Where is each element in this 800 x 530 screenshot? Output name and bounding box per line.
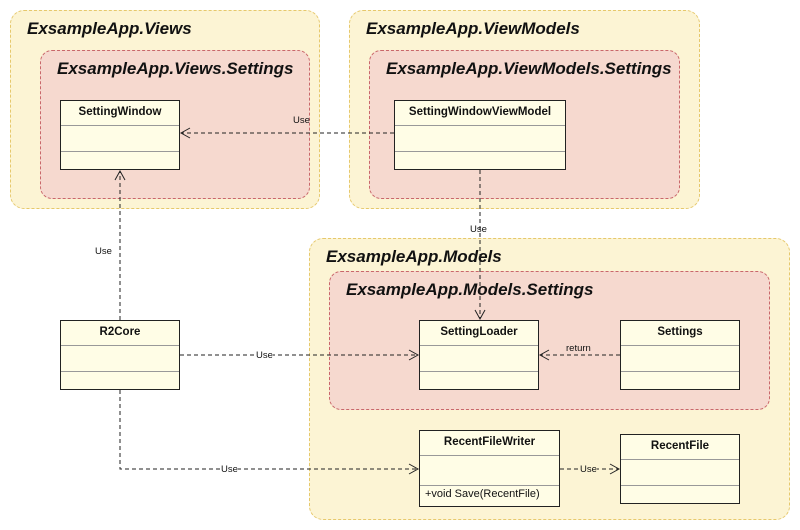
class-setting-window-name: SettingWindow (61, 101, 179, 126)
package-viewmodels-settings-title: ExsampleApp.ViewModels.Settings (386, 59, 672, 78)
package-models-title: ExsampleApp.Models (326, 247, 502, 266)
class-recent-file-operations (621, 486, 739, 504)
class-setting-window-view-model[interactable]: SettingWindowViewModel (394, 100, 566, 170)
package-models-settings-title: ExsampleApp.Models.Settings (346, 280, 594, 299)
class-recent-file-writer-attributes (420, 456, 559, 486)
class-r2core-attributes (61, 346, 179, 372)
class-setting-window-view-model-attributes (395, 126, 565, 152)
package-views-settings-title: ExsampleApp.Views.Settings (57, 59, 294, 78)
class-recent-file-name: RecentFile (621, 435, 739, 460)
class-setting-window-view-model-name: SettingWindowViewModel (395, 101, 565, 126)
class-setting-window-view-model-operations (395, 152, 565, 170)
class-recent-file-writer[interactable]: RecentFileWriter +void Save(RecentFile) (419, 430, 560, 507)
class-settings-operations (621, 372, 739, 390)
edge-label-settings-to-loader: return (566, 343, 591, 354)
class-setting-loader-name: SettingLoader (420, 321, 538, 346)
class-recent-file-attributes (621, 460, 739, 486)
class-settings[interactable]: Settings (620, 320, 740, 390)
class-setting-window[interactable]: SettingWindow (60, 100, 180, 170)
edge-label-vm-to-window: Use (293, 115, 310, 126)
package-viewmodels-title: ExsampleApp.ViewModels (366, 19, 580, 38)
class-r2core[interactable]: R2Core (60, 320, 180, 390)
class-settings-attributes (621, 346, 739, 372)
edge-label-r2core-to-window: Use (95, 246, 112, 257)
class-setting-loader-attributes (420, 346, 538, 372)
package-views-title: ExsampleApp.Views (27, 19, 192, 38)
class-setting-window-operations (61, 152, 179, 170)
edge-label-r2core-to-writer: Use (221, 464, 238, 475)
class-recent-file-writer-operation: +void Save(RecentFile) (425, 488, 540, 500)
class-setting-loader[interactable]: SettingLoader (419, 320, 539, 390)
class-recent-file-writer-name: RecentFileWriter (420, 431, 559, 456)
class-settings-name: Settings (621, 321, 739, 346)
class-recent-file[interactable]: RecentFile (620, 434, 740, 504)
class-setting-loader-operations (420, 372, 538, 390)
class-r2core-operations (61, 372, 179, 390)
class-setting-window-attributes (61, 126, 179, 152)
edge-label-vm-to-loader: Use (470, 224, 487, 235)
edge-label-writer-to-recentfile: Use (580, 464, 597, 475)
class-r2core-name: R2Core (61, 321, 179, 346)
edge-label-r2core-to-loader: Use (256, 350, 273, 361)
